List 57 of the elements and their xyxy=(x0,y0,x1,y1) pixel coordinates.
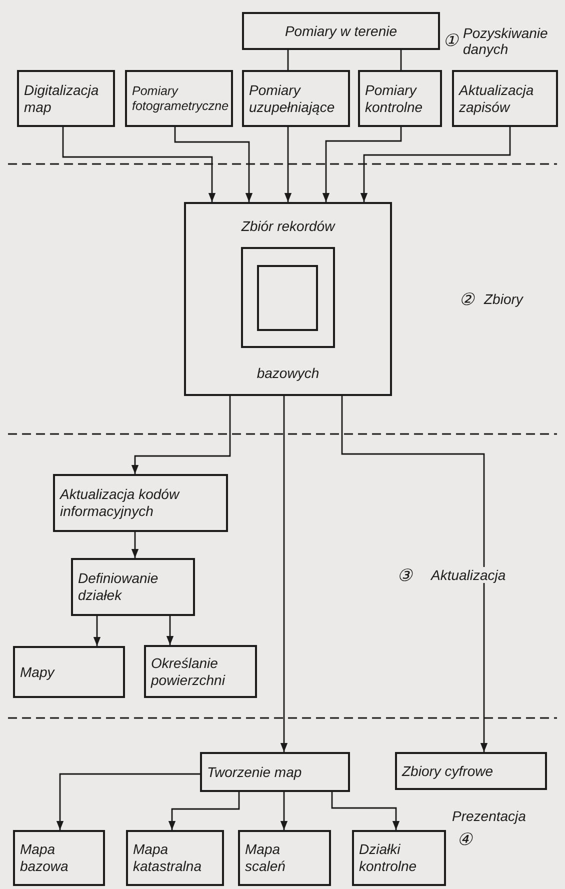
box-label: Mapa bazowa xyxy=(20,841,70,875)
box-label: Mapa katastralna xyxy=(133,841,202,875)
process-box xyxy=(13,830,105,886)
arrow xyxy=(131,532,139,558)
arrow xyxy=(341,396,488,752)
process-box xyxy=(238,830,331,886)
box-label: Pomiary kontrolne xyxy=(365,82,424,116)
arrow xyxy=(322,127,402,202)
process-box xyxy=(452,70,558,127)
arrow xyxy=(131,396,231,474)
box-label: Mapa scaleń xyxy=(245,841,286,875)
arrow xyxy=(166,616,174,645)
arrow xyxy=(280,396,288,752)
stage-label: Aktualizacja xyxy=(431,567,506,584)
box-label: Pomiary uzupełniające xyxy=(249,82,336,116)
arrow xyxy=(93,616,101,646)
arrow xyxy=(360,127,511,202)
process-box xyxy=(358,70,442,127)
connector-line xyxy=(287,50,289,70)
box-label: Zbiór rekordów xyxy=(241,218,335,235)
arrow xyxy=(56,773,200,830)
process-box xyxy=(125,70,233,127)
box-label: Mapy xyxy=(20,664,54,680)
process-box xyxy=(184,202,392,396)
box-label: Definiowanie działek xyxy=(78,570,160,604)
process-box xyxy=(395,752,547,790)
connector-line xyxy=(400,50,402,70)
box-label: Aktualizacja zapisów xyxy=(459,82,535,116)
process-box xyxy=(53,474,228,532)
arrow xyxy=(174,127,253,202)
box-label: bazowych xyxy=(256,365,320,382)
process-box xyxy=(17,70,115,127)
box-label: Digitalizacja map xyxy=(24,82,100,116)
process-box xyxy=(200,752,350,792)
arrow xyxy=(168,792,240,830)
arrow xyxy=(280,792,288,830)
box-label: Określanie powierzchni xyxy=(151,654,226,688)
process-box xyxy=(13,646,125,698)
arrow xyxy=(62,127,216,202)
process-box xyxy=(126,830,224,886)
empty-box xyxy=(240,247,335,348)
box-label: Zbiory cyfrowe xyxy=(402,762,494,780)
process-box xyxy=(71,558,195,616)
process-box xyxy=(242,12,440,50)
box-label: Aktualizacja kodów informacyjnych xyxy=(60,486,181,520)
process-box xyxy=(144,645,257,698)
process-box xyxy=(352,830,446,886)
box-label: Tworzenie map xyxy=(207,764,302,780)
box-label: Działki kontrolne xyxy=(359,841,418,875)
box-label: Pomiary fotogrametryczne xyxy=(132,84,229,114)
stage-label: Prezentacja xyxy=(452,808,526,824)
stage-label: Zbiory xyxy=(484,291,523,308)
arrow xyxy=(284,127,292,202)
arrow xyxy=(331,792,400,830)
empty-box xyxy=(257,264,318,331)
process-box xyxy=(242,70,350,127)
box-label: Pomiary w terenie xyxy=(284,22,398,40)
